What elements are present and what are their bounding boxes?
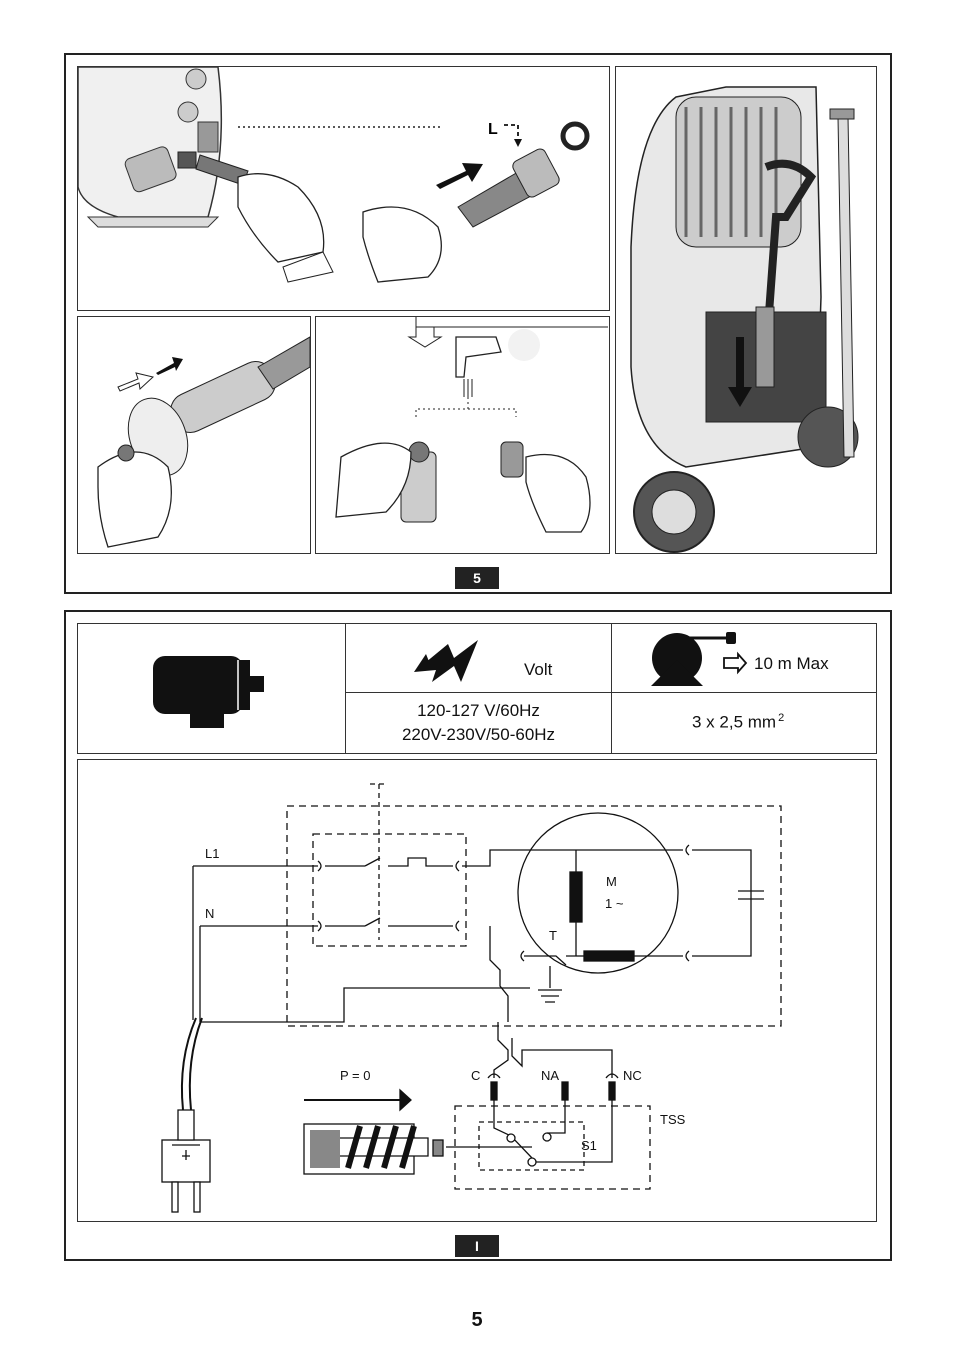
panel-hose-connection: L: [77, 66, 610, 311]
label-l1: L1: [205, 846, 219, 861]
cable-max-label: 10 m Max: [754, 654, 829, 673]
voltage-line-1: 120-127 V/60Hz: [417, 701, 540, 720]
label-t: T: [549, 928, 557, 943]
voltage-values-cell: 120-127 V/60Hz 220V-230V/50-60Hz: [345, 692, 612, 754]
cable-reel-icon: [651, 632, 748, 686]
label-motor: M: [606, 874, 617, 889]
tap-filter-illustration: [335, 317, 608, 533]
page-number: 5: [471, 1309, 483, 1331]
label-s1: S1: [581, 1138, 597, 1153]
label-n: N: [205, 906, 214, 921]
motor-winding: [569, 871, 583, 923]
label-nc: NC: [623, 1068, 642, 1083]
hose-connection-illustration: L: [78, 67, 590, 283]
motor-cell: [77, 623, 346, 754]
machine-illustration: [630, 86, 859, 553]
capacitor-winding: [583, 950, 635, 962]
motor-icon: [153, 656, 264, 728]
wiring-diagram: L1 N M 1 ~ T P = 0 C NA NC TSS S1: [161, 783, 782, 1213]
label-p0: P = 0: [340, 1068, 370, 1083]
lightning-icon: [414, 640, 478, 682]
motor-circle: [517, 812, 679, 974]
filter-ring-illustration: [97, 336, 310, 548]
enclosure-dashed: [286, 805, 782, 1027]
panel-filter-ring: [77, 316, 311, 554]
cable-section-sup: 2: [778, 712, 785, 724]
cable-header-cell: 10 m Max: [611, 623, 877, 694]
label-c: C: [471, 1068, 480, 1083]
cable-section-text: 3 x 2,5 mm: [692, 712, 777, 732]
panel-tap-filter: [315, 316, 610, 554]
wiring-diagram-panel: L1 N M 1 ~ T P = 0 C NA NC TSS S1: [77, 759, 877, 1222]
switch-box-dashed: [312, 833, 467, 947]
s1-box-dashed: [478, 1121, 585, 1171]
figure-5-tab: 5: [455, 567, 499, 589]
volt-label: Volt: [524, 660, 553, 679]
label-na: NA: [541, 1068, 559, 1083]
label-l: L: [488, 121, 498, 138]
label-phase: 1 ~: [605, 896, 624, 911]
tss-box-dashed: [454, 1105, 651, 1190]
voltage-header-cell: Volt: [345, 623, 612, 694]
voltage-line-2: 220V-230V/50-60Hz: [401, 725, 556, 744]
label-tss: TSS: [660, 1112, 686, 1127]
panel-machine: [615, 66, 877, 554]
figure-i-tab: I: [455, 1235, 499, 1257]
